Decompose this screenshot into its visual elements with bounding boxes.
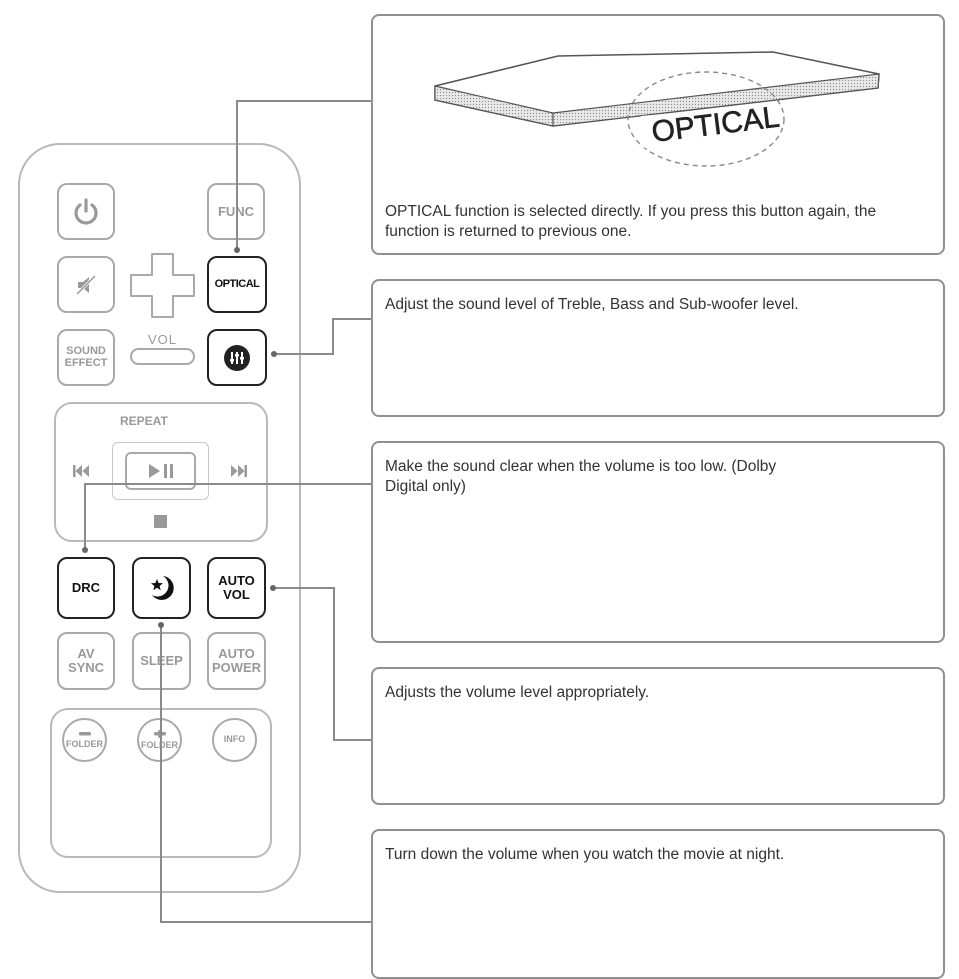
sound-effect-label-2: EFFECT — [64, 356, 108, 369]
auto-power-button[interactable]: AUTO POWER — [207, 632, 266, 690]
play-pause-icon — [148, 464, 173, 478]
func-button[interactable]: FUNC — [207, 183, 265, 240]
night-mode-button[interactable] — [132, 557, 191, 619]
stop-button[interactable] — [154, 515, 167, 528]
sound-effect-label-1: SOUND — [66, 344, 106, 357]
optical-callout-text: OPTICAL function is selected directly. I… — [385, 203, 877, 240]
optical-callout: OPTICAL OPTICAL function is selected dir… — [371, 14, 945, 255]
mute-button[interactable] — [57, 256, 115, 313]
equalizer-icon — [224, 344, 250, 371]
power-button[interactable] — [57, 183, 115, 240]
drc-callout-text: Make the sound clear when the volume is … — [385, 458, 777, 495]
previous-icon[interactable] — [73, 464, 89, 478]
folder-down-button[interactable]: FOLDER — [62, 718, 107, 762]
soundbar-illustration: OPTICAL — [434, 51, 880, 167]
drc-button[interactable]: DRC — [57, 557, 115, 619]
auto-vol-label-1: AUTO — [218, 573, 255, 589]
sleep-button[interactable]: SLEEP — [132, 632, 191, 690]
sound-adjust-button[interactable] — [207, 329, 267, 386]
sound-adjust-callout: Adjust the sound level of Treble, Bass a… — [371, 279, 945, 417]
folder-up-label: FOLDER — [141, 739, 178, 750]
auto-power-label-2: POWER — [211, 660, 262, 675]
auto-vol-button[interactable]: AUTO VOL — [207, 557, 266, 619]
folder-down-label: FOLDER — [66, 738, 103, 749]
star-moon-icon — [150, 576, 174, 600]
night-callout-text: Turn down the volume when you watch the … — [385, 846, 785, 863]
auto-vol-callout-text: Adjusts the volume level appropriately. — [385, 684, 650, 701]
mute-icon — [75, 274, 97, 295]
repeat-label[interactable]: REPEAT — [120, 414, 168, 428]
optical-button[interactable]: OPTICAL — [207, 256, 267, 313]
auto-vol-label-2: VOL — [223, 587, 250, 602]
av-sync-button[interactable]: AV SYNC — [57, 632, 115, 690]
vol-minus-button[interactable] — [130, 348, 195, 365]
sound-adjust-callout-text: Adjust the sound level of Treble, Bass a… — [385, 296, 799, 313]
info-button[interactable]: INFO — [212, 718, 257, 762]
auto-vol-callout: Adjusts the volume level appropriately. — [371, 667, 945, 805]
night-callout: Turn down the volume when you watch the … — [371, 829, 945, 979]
drc-callout: Make the sound clear when the volume is … — [371, 441, 945, 643]
sound-effect-button[interactable]: SOUND EFFECT — [57, 329, 115, 386]
folder-up-button[interactable]: FOLDER — [137, 718, 182, 762]
av-sync-label-1: AV — [77, 646, 95, 662]
power-icon — [74, 197, 98, 225]
play-pause-button[interactable] — [125, 452, 196, 490]
plus-icon — [153, 729, 166, 738]
vol-label: VOL — [148, 332, 178, 347]
minus-icon — [78, 731, 91, 736]
av-sync-label-2: SYNC — [67, 660, 105, 675]
next-icon[interactable] — [231, 464, 247, 478]
auto-power-label-1: AUTO — [218, 646, 255, 662]
